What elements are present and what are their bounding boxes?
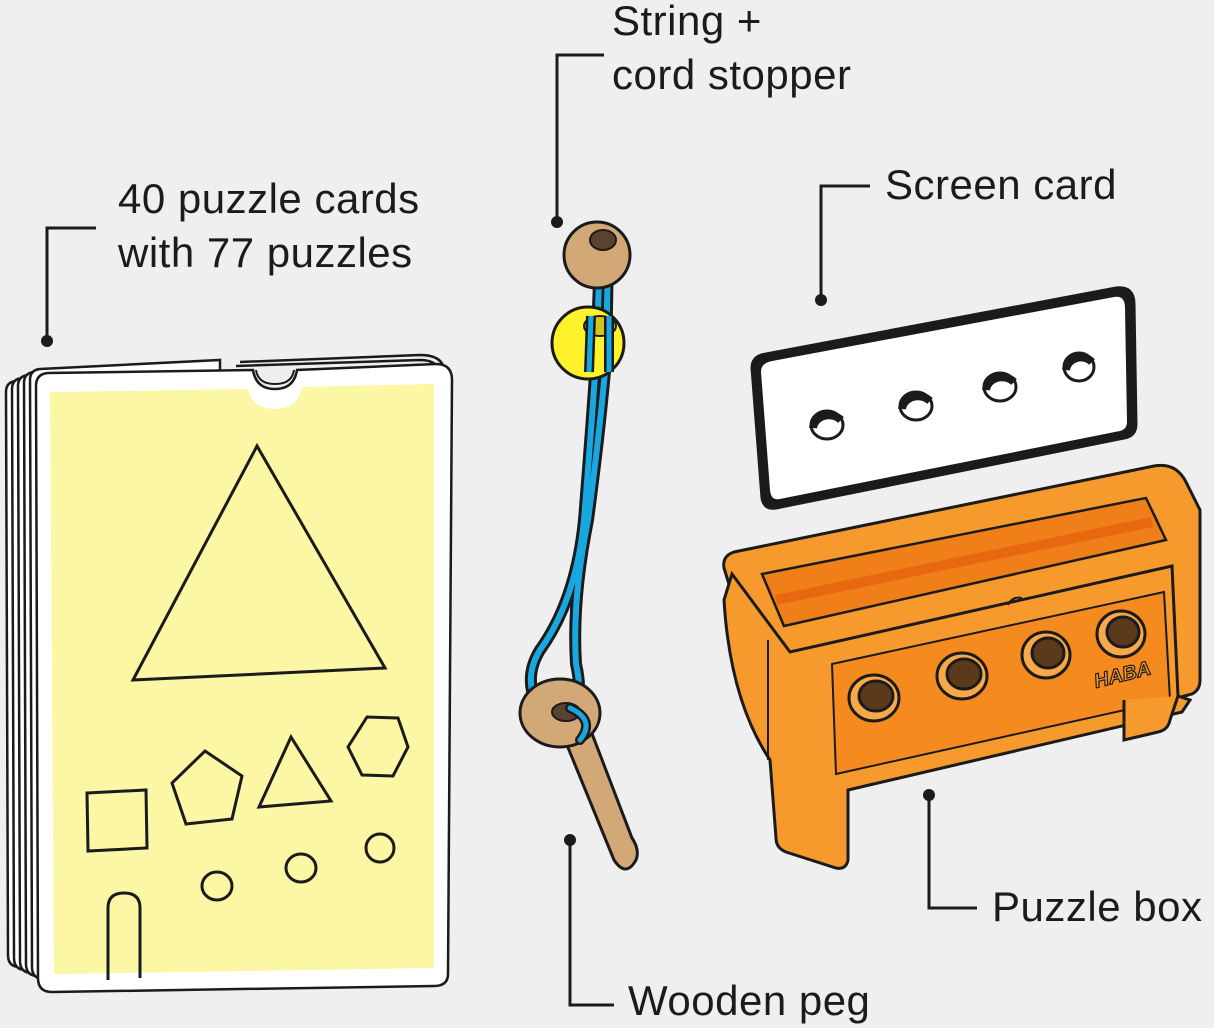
leader-screen (819, 184, 870, 297)
square-shape (85, 788, 149, 853)
hexagon-shape (346, 715, 410, 778)
hole-shape (200, 870, 234, 902)
leader-cards (45, 226, 96, 336)
puzzle-card-stack (4, 353, 454, 994)
label-wooden-peg: Wooden peg (628, 974, 870, 1028)
label-line: Screen card (885, 161, 1117, 208)
label-line: Wooden peg (628, 977, 871, 1024)
label-puzzle-box: Puzzle box (992, 880, 1202, 934)
pentagon-shape (170, 749, 244, 826)
label-line: cord stopper (612, 51, 852, 98)
slot-shape (106, 891, 142, 980)
hole-shape (284, 852, 318, 884)
label-line: 40 puzzle cards (118, 175, 420, 222)
wooden-peg (518, 677, 639, 871)
box-holes (847, 609, 1147, 723)
big-triangle-shape (130, 442, 388, 682)
card-shapes (85, 442, 410, 980)
triangle-shape (256, 733, 334, 809)
label-screen-card: Screen card (885, 158, 1117, 212)
hole-shape (364, 832, 396, 864)
screen-card (750, 286, 1138, 510)
leader-lines (45, 53, 977, 1007)
puzzle-box (722, 463, 1202, 870)
label-line: Puzzle box (992, 883, 1203, 930)
label-line: with 77 puzzles (118, 229, 413, 276)
label-string: String + cord stopper (612, 0, 851, 102)
leader-box (927, 795, 977, 910)
label-line: String + (612, 0, 762, 44)
screen-card-face (758, 294, 1130, 502)
string-assembly (524, 220, 632, 723)
leader-dots (41, 216, 935, 846)
leader-peg (568, 840, 614, 1007)
leader-string (555, 53, 604, 217)
label-puzzle-cards: 40 puzzle cards with 77 puzzles (118, 172, 420, 280)
